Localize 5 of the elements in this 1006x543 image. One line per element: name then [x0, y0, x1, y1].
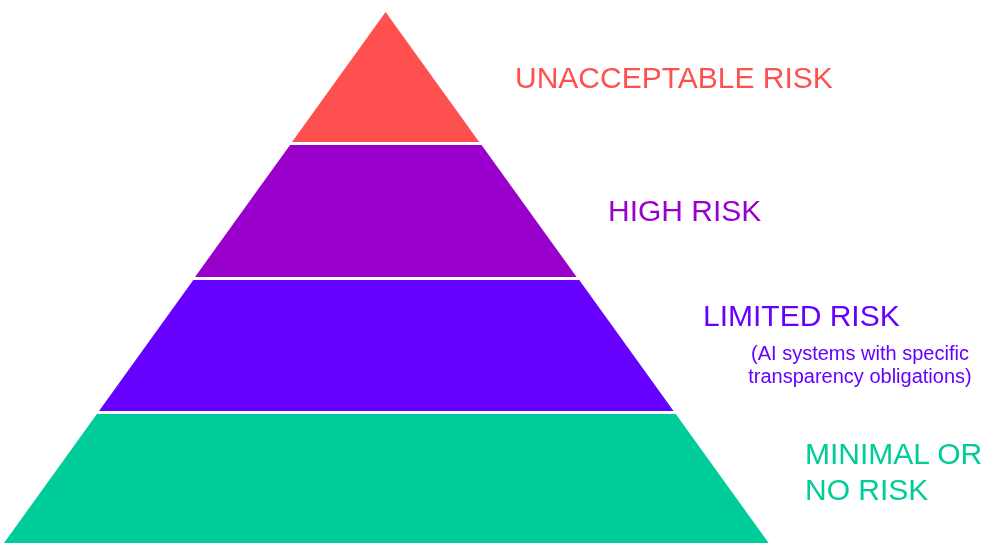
risk-level-label: LIMITED RISK [703, 298, 901, 334]
risk-level-label: MINIMAL OR NO RISK [805, 436, 984, 508]
risk-level-note: (AI systems with specific transparency obligations) [747, 342, 973, 388]
risk-level-label: UNACCEPTABLE RISK [515, 60, 834, 96]
risk-level-label: HIGH RISK [608, 193, 763, 229]
